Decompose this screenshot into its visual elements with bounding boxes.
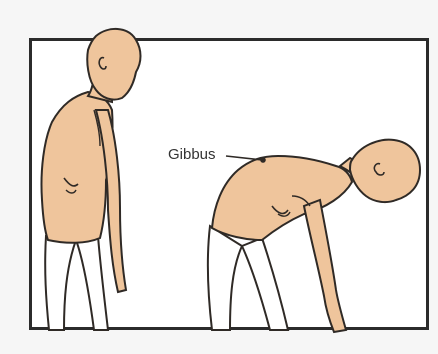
upright-figure-pants [45, 236, 76, 330]
upright-figure-head [87, 29, 140, 100]
gibbus-marker [260, 157, 266, 163]
kyphotic-figure-pants [208, 226, 242, 330]
kyphotic-figure-torso [212, 156, 352, 240]
kyphotic-figure-head [350, 140, 420, 202]
gibbus-leader-line [226, 156, 262, 160]
kyphotic-figure-arm [304, 200, 346, 332]
gibbus-label: Gibbus [168, 146, 216, 163]
upright-figure [41, 29, 140, 330]
kyphotic-figure [208, 140, 420, 332]
